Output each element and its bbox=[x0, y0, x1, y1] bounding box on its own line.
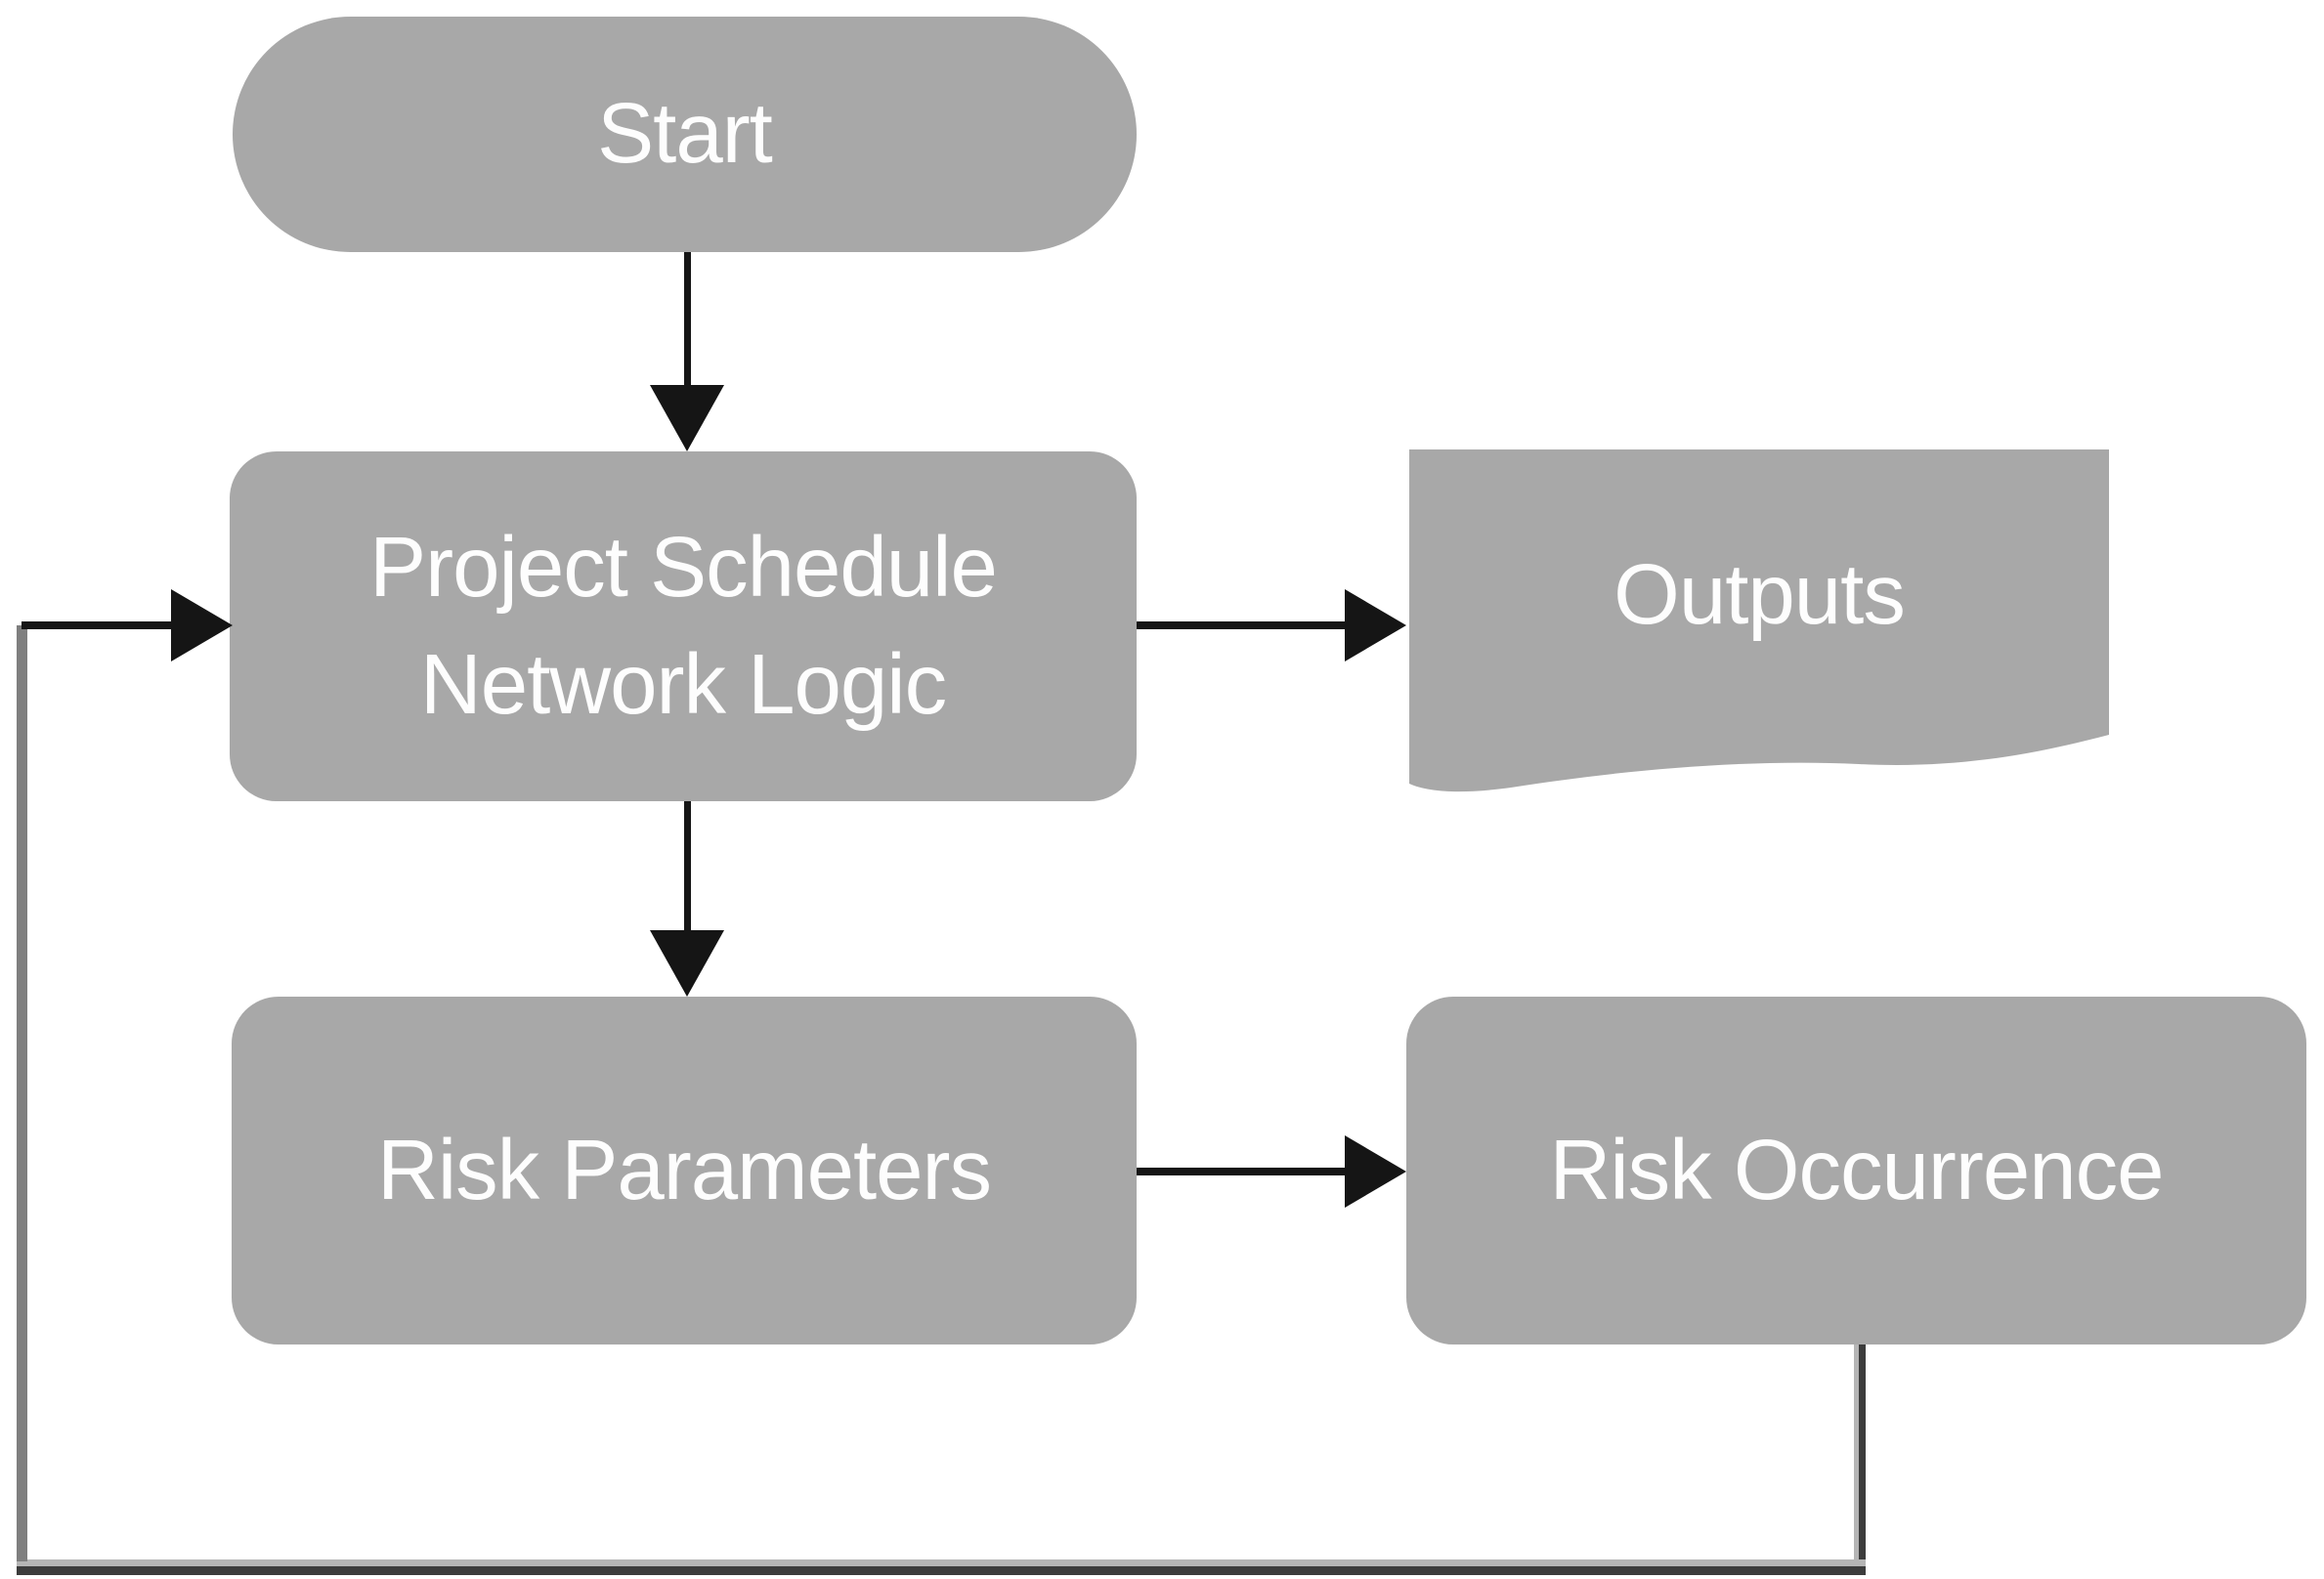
node-start-label: Start bbox=[597, 86, 773, 182]
node-outputs: Outputs bbox=[1409, 449, 2109, 801]
document-shape bbox=[1409, 449, 2109, 792]
edge-schedule-to-outputs-stem bbox=[1137, 621, 1346, 629]
feedback-loop-right-vertical-segment bbox=[1854, 1344, 1866, 1575]
node-outputs-label: Outputs bbox=[1614, 547, 1906, 643]
node-start: Start bbox=[233, 17, 1137, 252]
node-risk-occurrence: Risk Occurrence bbox=[1406, 997, 2306, 1344]
node-risk-parameters: Risk Parameters bbox=[232, 997, 1137, 1344]
feedback-loop-left-vertical-segment bbox=[17, 625, 27, 1561]
edge-start-to-schedule-arrowhead-icon bbox=[650, 385, 724, 451]
node-risk-occurrence-label: Risk Occurrence bbox=[1549, 1122, 2165, 1217]
edge-schedule-to-outputs-arrowhead-icon bbox=[1345, 589, 1406, 661]
feedback-loop-arrowhead-icon bbox=[171, 589, 233, 661]
node-risk-parameters-label: Risk Parameters bbox=[377, 1122, 992, 1217]
node-project-schedule-network-logic-label: Project Schedule Network Logic bbox=[369, 519, 998, 732]
edge-schedule-to-risk-parameters-stem bbox=[684, 801, 691, 932]
feedback-loop-bottom-horizontal-segment bbox=[17, 1559, 1866, 1575]
edge-schedule-to-risk-parameters-arrowhead-icon bbox=[650, 930, 724, 997]
node-project-schedule-network-logic: Project Schedule Network Logic bbox=[230, 451, 1137, 801]
feedback-loop-entry-stem bbox=[22, 621, 172, 629]
edge-risk-parameters-to-risk-occurrence-arrowhead-icon bbox=[1345, 1135, 1406, 1208]
edge-start-to-schedule-stem bbox=[684, 252, 691, 387]
edge-risk-parameters-to-risk-occurrence-stem bbox=[1137, 1168, 1346, 1175]
